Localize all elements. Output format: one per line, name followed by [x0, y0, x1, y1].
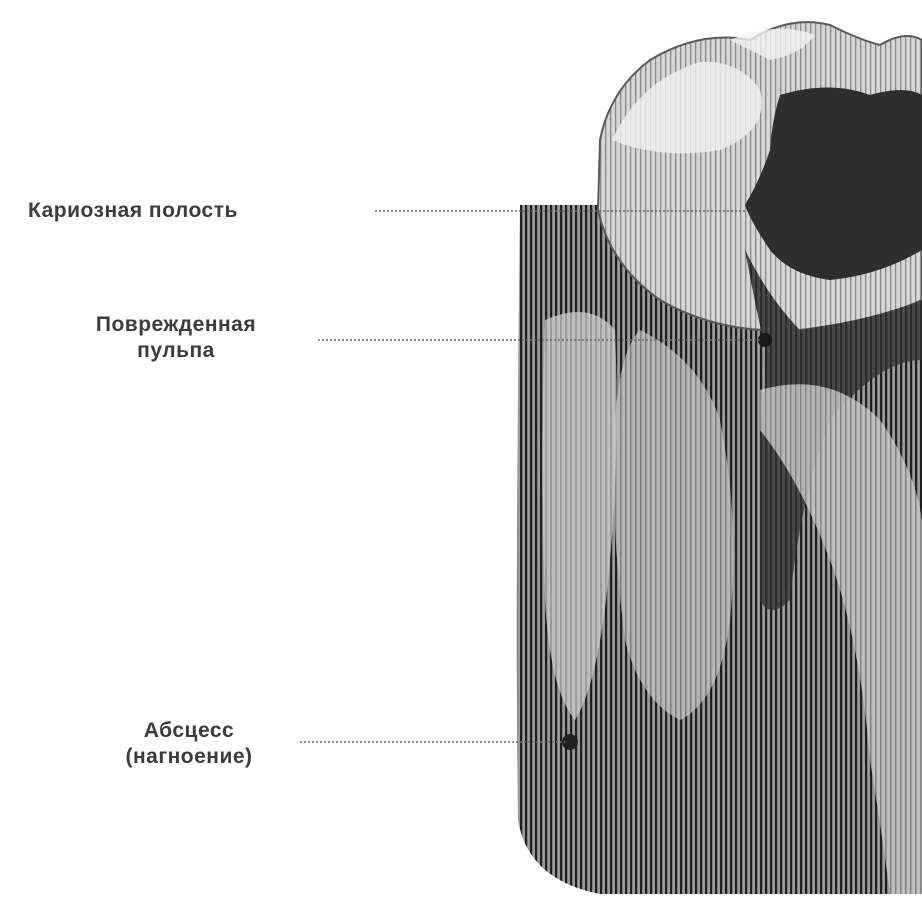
label-caries-cavity: Кариозная полость [28, 198, 238, 224]
label-damaged-pulp: Поврежденная пульпа [40, 312, 312, 364]
label-abscess-line-1: Абсцесс [78, 718, 300, 744]
label-damaged-pulp-line-2: пульпа [40, 338, 312, 364]
label-abscess: Абсцесс (нагноение) [78, 718, 300, 770]
label-abscess-line-2: (нагноение) [78, 744, 300, 770]
label-damaged-pulp-line-1: Поврежденная [40, 312, 312, 338]
